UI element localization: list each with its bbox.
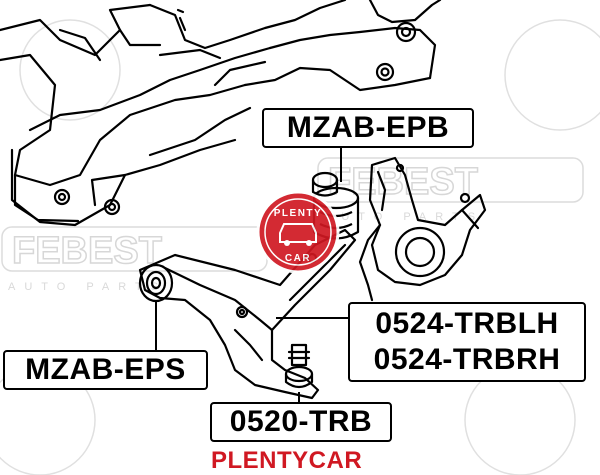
badge-bottom-text: CAR: [285, 253, 311, 264]
label-0520-trb: 0520-TRB: [210, 402, 392, 442]
label-mzab-epb: MZAB-EPB: [262, 108, 474, 148]
label-mzab-eps-text: MZAB-EPS: [25, 353, 186, 386]
label-0524-trb: 0524-TRBLH 0524-TRBRH: [348, 302, 586, 382]
label-0520-trb-text: 0520-TRB: [229, 405, 373, 438]
watermark-brand-text: FEBEST: [12, 230, 162, 272]
label-mzab-epb-text: MZAB-EPB: [286, 111, 450, 144]
label-0524-trbrh-text: 0524-TRBRH: [373, 343, 561, 376]
badge-top-text: PLENTY: [274, 208, 322, 219]
watermark-febest-left: FEBEST AUTO PARTS: [1, 226, 268, 293]
footer-brand: PLENTYCAR: [211, 447, 363, 474]
watermark-sub-text-2: AUTO PARTS: [325, 211, 484, 223]
label-0524-trblh-text: 0524-TRBLH: [375, 307, 559, 340]
watermark-sub-text: AUTO PARTS: [8, 281, 167, 293]
steering-knuckle-drawing: [358, 156, 487, 302]
plentycar-badge: PLENTY CAR: [256, 190, 340, 274]
label-mzab-eps: MZAB-EPS: [3, 350, 208, 390]
subframe-drawing: [0, 0, 442, 227]
